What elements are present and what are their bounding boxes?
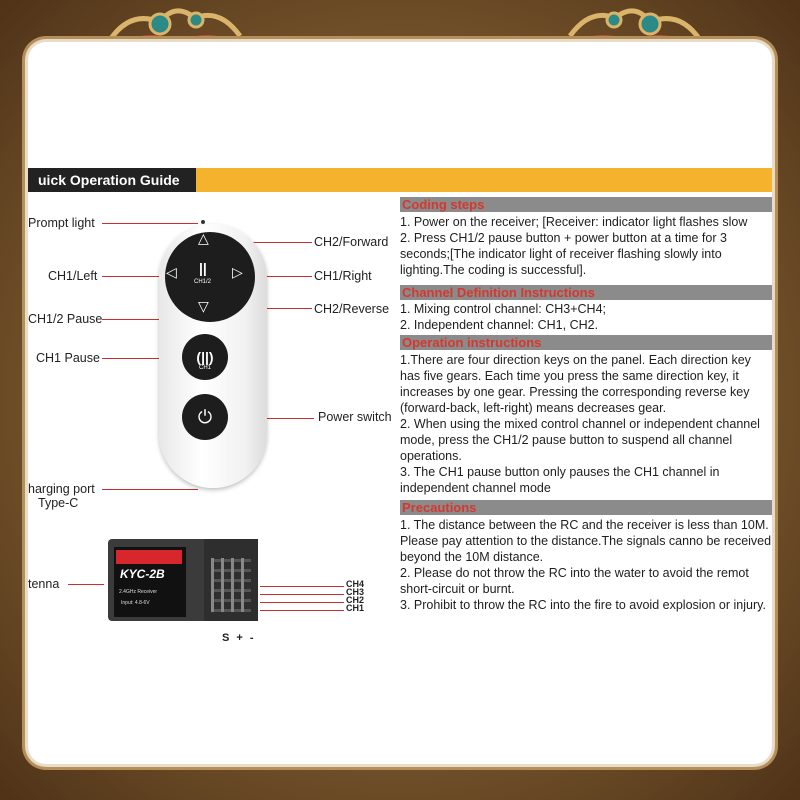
leader-line xyxy=(250,276,312,277)
pause-icon: || xyxy=(199,260,207,276)
label-ch1-right: CH1/Right xyxy=(314,269,372,283)
leader-line xyxy=(68,584,104,585)
list-item: 2. Press CH1/2 pause button + power butt… xyxy=(400,231,727,277)
direction-pad xyxy=(165,232,255,322)
cloud-ornament-left-icon xyxy=(107,8,243,46)
receiver-red-strip xyxy=(116,550,182,564)
label-antenna: tenna xyxy=(28,577,60,591)
leader-line xyxy=(102,489,198,490)
leader-line xyxy=(260,602,344,603)
pin-labels: S + - xyxy=(222,632,256,644)
section-title-precautions: Precautions xyxy=(400,500,772,515)
receiver-input: Input: 4.8-6V xyxy=(121,600,150,606)
list-item: 1. The distance between the RC and the r… xyxy=(400,518,772,564)
channel-label: CH3 xyxy=(346,587,365,597)
label-charging-type: Type-C xyxy=(38,496,79,510)
receiver-pins xyxy=(211,558,251,612)
section-body-operation: 1.There are four direction keys on the p… xyxy=(400,352,772,496)
section-body-precautions: 1. The distance between the RC and the r… xyxy=(400,517,772,613)
leader-line xyxy=(260,586,344,587)
leader-line xyxy=(102,276,164,277)
label-prompt-light: Prompt light xyxy=(28,216,95,230)
list-item: 1. Power on the receiver; [Receiver: ind… xyxy=(400,215,748,229)
guide-banner: uick Operation Guide xyxy=(28,168,772,192)
label-ch2-forward: CH2/Forward xyxy=(314,235,389,249)
section-body-channel: 1. Mixing control channel: CH3+CH4; 2. I… xyxy=(400,301,772,333)
channel-label: CH1 xyxy=(346,603,365,613)
label-ch1-left: CH1/Left xyxy=(48,269,98,283)
channel-label: CH2 xyxy=(346,595,365,605)
leader-line xyxy=(214,242,312,243)
ch1-pause-button: (||) xyxy=(182,334,228,380)
label-power-switch: Power switch xyxy=(318,410,392,424)
ch1-button-label: CH1 xyxy=(199,365,212,371)
section-title-operation: Operation instructions xyxy=(400,335,772,350)
list-item: 1. Mixing control channel: CH3+CH4; xyxy=(400,302,606,316)
arrow-up-icon: △ xyxy=(198,230,209,246)
section-title-channel: Channel Definition Instructions xyxy=(400,285,772,300)
receiver-subtitle: 2.4GHz Receiver xyxy=(119,589,158,595)
receiver-model: KYC-2B xyxy=(120,567,165,581)
list-item: 2. Please do not throw the RC into the w… xyxy=(400,566,749,596)
label-charging-port: harging port xyxy=(28,482,95,496)
cloud-ornament-right-icon xyxy=(567,8,703,46)
guide-sheet: uick Operation Guide Prompt light CH1/Le… xyxy=(28,42,772,764)
prompt-light-dot xyxy=(201,220,205,224)
list-item: 1.There are four direction keys on the p… xyxy=(400,353,751,415)
channel-label: CH4 xyxy=(346,579,365,589)
list-item: 3. Prohibit to throw the RC into the fir… xyxy=(400,598,766,612)
section-title-coding: Coding steps xyxy=(400,197,772,212)
pause-icon: (||) xyxy=(196,349,214,365)
leader-line xyxy=(102,319,202,320)
power-switch-button: ⏻ xyxy=(182,394,228,440)
label-ch2-reverse: CH2/Reverse xyxy=(314,302,390,316)
arrow-right-icon: ▷ xyxy=(232,264,243,280)
list-item: 2. When using the mixed control channel … xyxy=(400,417,760,463)
leader-line xyxy=(226,418,314,419)
leader-line xyxy=(102,223,198,224)
label-ch12-pause: CH1/2 Pause xyxy=(28,312,103,326)
list-item: 3. The CH1 pause button only pauses the … xyxy=(400,465,720,495)
arrow-down-icon: ▽ xyxy=(198,298,209,314)
section-body-coding: 1. Power on the receiver; [Receiver: ind… xyxy=(400,214,772,278)
list-item: 2. Independent channel: CH1, CH2. xyxy=(400,318,599,332)
leader-line xyxy=(102,358,184,359)
leader-line xyxy=(260,594,344,595)
label-ch1-pause: CH1 Pause xyxy=(36,351,100,365)
leader-line xyxy=(260,610,344,611)
power-icon: ⏻ xyxy=(197,406,213,427)
arrow-left-icon: ◁ xyxy=(166,264,177,280)
pause-button-label: CH1/2 xyxy=(194,279,212,285)
guide-title: uick Operation Guide xyxy=(28,168,196,192)
